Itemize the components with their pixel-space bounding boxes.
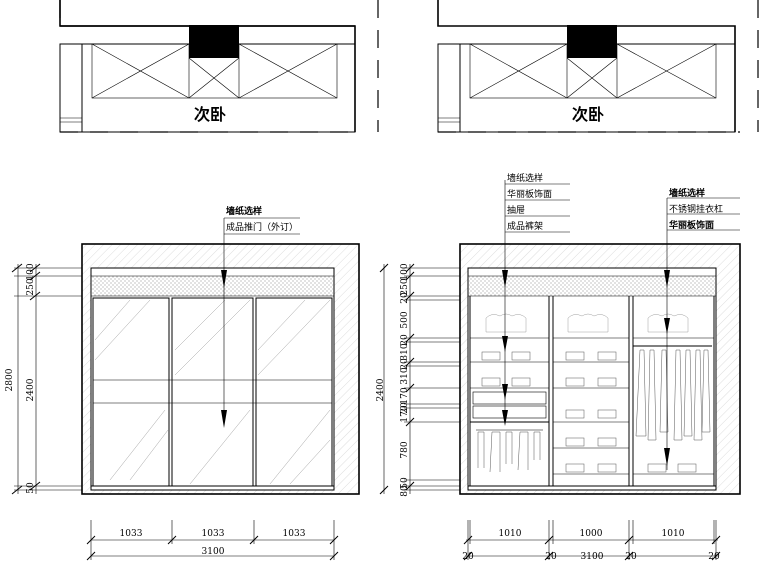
dimension-horizontal: 1033 1033 1033 3100 [86, 520, 339, 561]
dimension-label: 50 [400, 477, 410, 489]
dimension-label: 1010 [499, 529, 522, 539]
dimension-label: 100 [26, 263, 36, 280]
room-label: 次卧 [572, 105, 604, 124]
dimension-label: 80 [400, 485, 410, 497]
dimension-label: 20 [400, 358, 410, 370]
callout-text: 成品裤架 [507, 220, 543, 232]
dimension-label: 250 [400, 278, 410, 295]
dimension-label: 20 [400, 292, 410, 304]
dimension-label: 2400 [26, 378, 36, 401]
callout-text: 墙纸选样 [507, 172, 543, 184]
column-block [567, 25, 617, 58]
dimension-label: 1033 [283, 529, 306, 539]
dimension-label: 1000 [580, 529, 603, 539]
dimension-label: 20 [400, 402, 410, 414]
dimension-label: 1010 [662, 529, 685, 539]
dimension-label: 20 [462, 552, 474, 562]
dimension-vertical: 2800 2400 100 250 50 [5, 263, 82, 495]
dimension-label: 50 [26, 482, 36, 494]
elevation-right: 墙纸选样 华丽板饰面 抽屉 成品裤架 墙纸选样 不锈钢挂衣杠 华丽板饰面 [376, 172, 741, 562]
dimension-label: 3100 [202, 547, 225, 557]
room-label: 次卧 [194, 105, 226, 124]
dimension-label: 310 [400, 367, 410, 384]
callout-text: 墙纸选样 [226, 205, 262, 217]
plan-view-left: 次卧 [59, 0, 379, 133]
dimension-label: 170 [400, 387, 410, 404]
callout-text: 成品推门（外订） [226, 221, 298, 233]
callout-text: 抽屉 [507, 204, 525, 216]
callout-text: 不锈钢挂衣杠 [669, 203, 723, 215]
dimension-label: 1033 [202, 529, 225, 539]
dimension-label: 2400 [376, 378, 386, 401]
dimension-label: 20 [545, 552, 557, 562]
plan-view-right: 次卧 [437, 0, 759, 133]
dimension-label: 20 [400, 334, 410, 346]
dimension-vertical: 2400 100 250 20 500 20 310 20 310 170 20… [376, 263, 460, 497]
callout-text: 墙纸选样 [669, 187, 705, 199]
dimension-label: 2800 [5, 368, 15, 391]
elevation-left: 墙纸选样 成品推门（外订） 2800 2400 100 250 50 [5, 205, 360, 561]
callout-text: 华丽板饰面 [669, 219, 714, 231]
column-block [189, 25, 239, 58]
dimension-label: 20 [625, 552, 637, 562]
dimension-horizontal: 1010 1000 1010 3100 20 20 20 20 [462, 520, 721, 562]
dimension-label: 1033 [120, 529, 143, 539]
dimension-label: 100 [400, 263, 410, 280]
dimension-label: 310 [400, 343, 410, 360]
dimension-label: 170 [400, 405, 410, 422]
dimension-label: 3100 [581, 552, 604, 562]
dimension-label: 780 [400, 441, 410, 458]
dimension-label: 500 [400, 311, 410, 328]
callout-text: 华丽板饰面 [507, 188, 552, 200]
dimension-label: 20 [708, 552, 720, 562]
dimension-label: 250 [26, 278, 36, 295]
